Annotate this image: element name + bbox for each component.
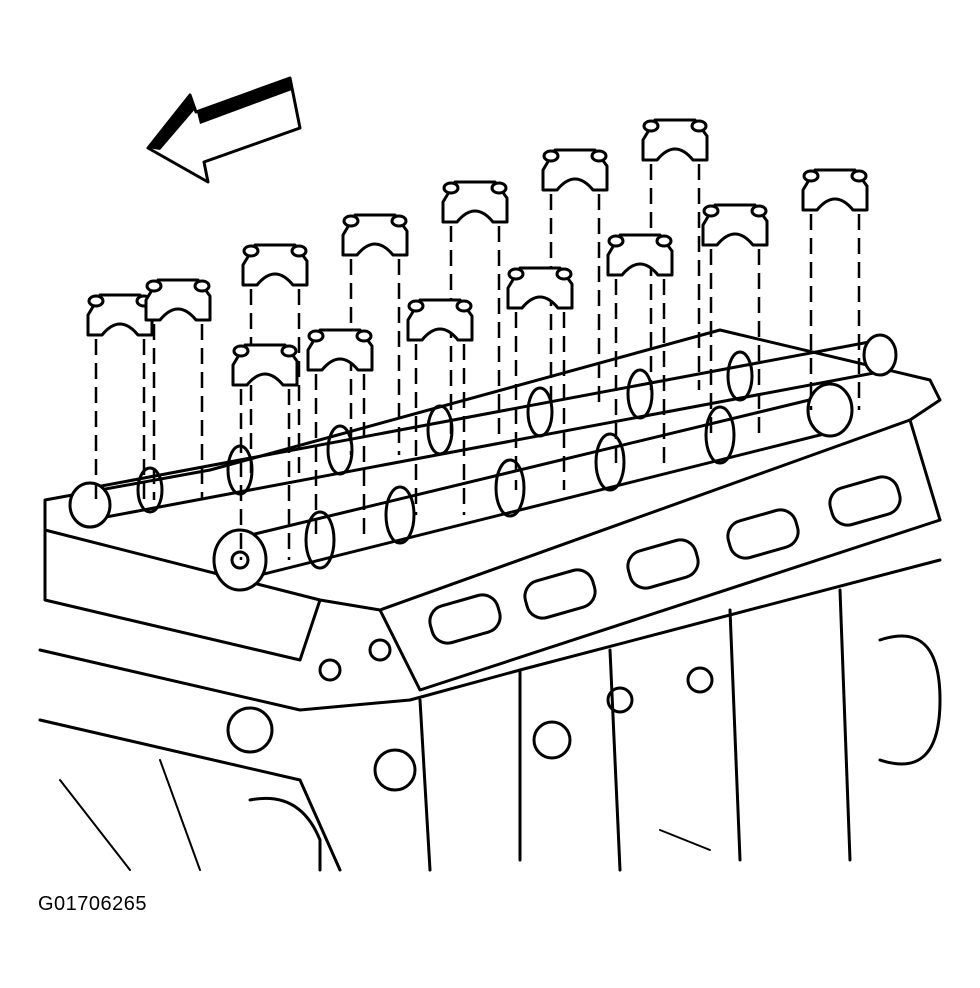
bearing-cap xyxy=(406,298,474,515)
bearing-cap xyxy=(701,203,769,440)
cylinder-head xyxy=(38,328,942,872)
intake-camshaft xyxy=(212,382,854,592)
bearing-cap xyxy=(241,243,309,480)
bearing-cap xyxy=(86,293,154,500)
figure-code: G01706265 xyxy=(38,893,148,915)
bearing-cap xyxy=(231,343,299,560)
bearing-cap xyxy=(144,278,212,500)
bearing-cap xyxy=(801,168,869,410)
bearing-cap xyxy=(541,148,609,410)
bearing-caps xyxy=(86,118,869,560)
bearing-cap xyxy=(606,233,674,465)
camshaft-cap-diagram xyxy=(38,76,942,872)
bearing-cap xyxy=(306,328,374,540)
front-of-engine-arrow-icon xyxy=(146,76,302,184)
bearing-cap xyxy=(641,118,709,390)
bearing-cap xyxy=(506,266,574,490)
exhaust-camshaft xyxy=(68,333,898,529)
